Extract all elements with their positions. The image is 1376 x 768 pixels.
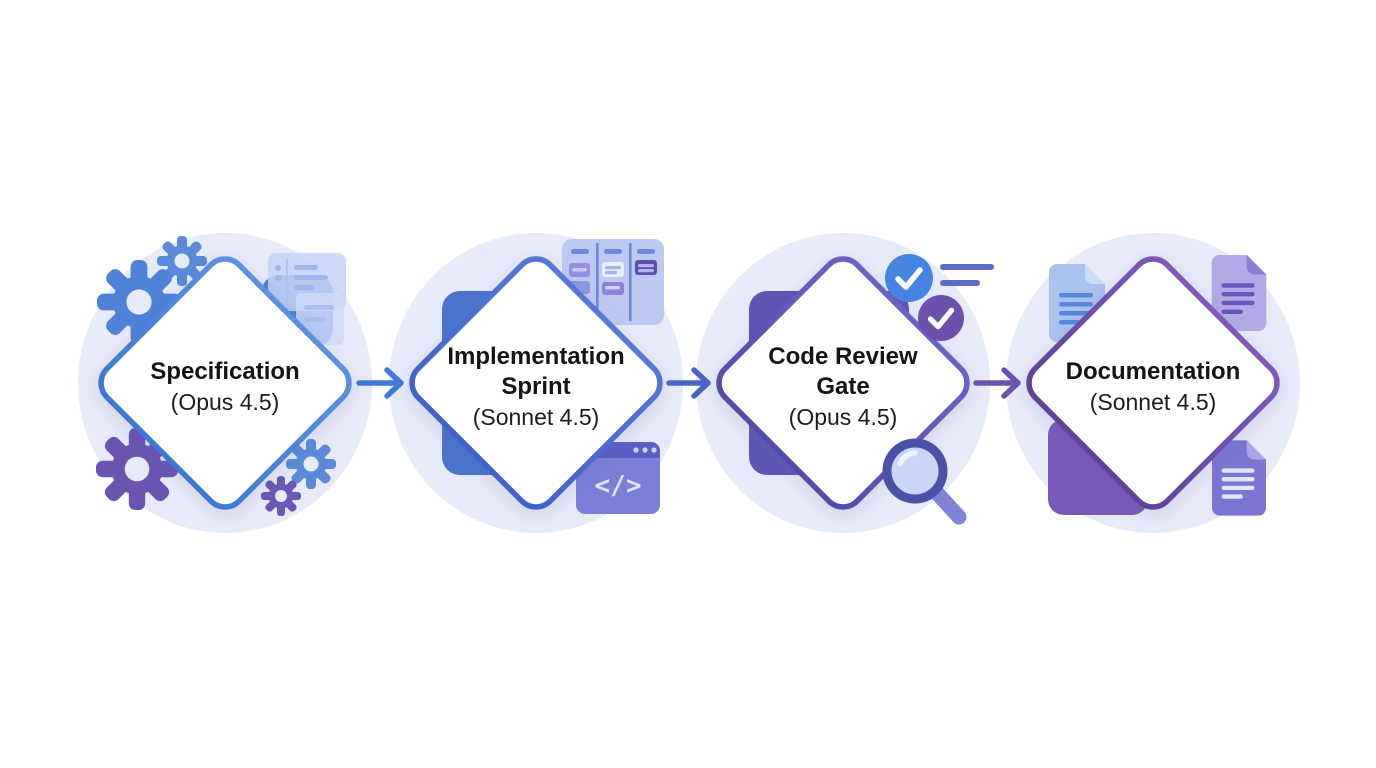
node-label: Code Review Gate (Opus 4.5) — [683, 223, 1003, 543]
node-subtitle: (Opus 4.5) — [170, 389, 280, 415]
node-subtitle: (Sonnet 4.5) — [472, 404, 600, 430]
diamond-shape — [409, 256, 663, 510]
node-label: Implementation Sprint (Sonnet 4.5) — [376, 223, 696, 543]
diamond-shape — [1026, 256, 1280, 510]
review-lines-icon — [940, 264, 994, 286]
node-title: Implementation Sprint — [447, 343, 625, 400]
node-implementation-sprint: </> Implementation Sprint (Sonnet 4.5) — [376, 223, 696, 543]
node-title: Code Review Gate — [768, 343, 918, 400]
node-title: Specification — [150, 358, 300, 385]
node-subtitle: (Opus 4.5) — [788, 404, 898, 430]
node-documentation: Documentation (Sonnet 4.5) — [993, 223, 1313, 543]
node-label: Specification (Opus 4.5) — [65, 223, 385, 543]
code-glyph: </> — [595, 471, 642, 501]
magnifier-icon — [882, 438, 967, 525]
node-code-review-gate: Code Review Gate (Opus 4.5) — [683, 223, 1003, 543]
diamond-shape — [98, 256, 352, 510]
node-label: Documentation (Sonnet 4.5) — [993, 223, 1313, 543]
node-subtitle: (Sonnet 4.5) — [1089, 389, 1217, 415]
node-specification: Specification (Opus 4.5) — [65, 223, 385, 543]
node-title: Documentation — [1065, 358, 1241, 385]
